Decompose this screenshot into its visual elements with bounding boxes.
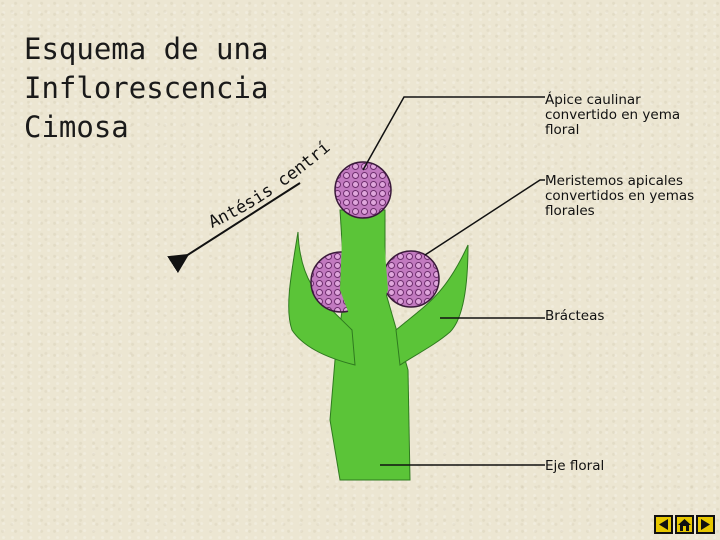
forward-button[interactable] — [696, 515, 715, 534]
anthesis-label: Antésis centrífuga — [0, 0, 334, 233]
stem-cover — [340, 215, 388, 330]
bract-right — [395, 244, 469, 366]
home-button[interactable] — [675, 515, 694, 534]
title-line-1: Esquema de una — [24, 32, 269, 66]
anthesis-text: Antésis centrífuga — [0, 0, 334, 233]
page-title: Esquema de una Inflorescencia Cimosa — [24, 30, 268, 147]
forward-icon — [701, 519, 710, 530]
apex-bud — [334, 161, 392, 219]
lateral-bud-right — [382, 250, 440, 308]
label-apex: Ápice caulinar convertido en yema floral — [545, 92, 681, 138]
label-bracts: Brácteas — [545, 308, 605, 324]
back-button[interactable] — [654, 515, 673, 534]
anthesis-arrow — [167, 182, 301, 274]
title-line-2: Inflorescencia — [24, 71, 269, 105]
label-axis: Eje floral — [545, 458, 605, 474]
leader-apex — [362, 96, 545, 171]
title-line-3: Cimosa — [24, 110, 129, 144]
leader-meristems — [424, 179, 545, 256]
home-icon — [678, 519, 691, 531]
back-icon — [659, 519, 668, 530]
label-meristems: Meristemos apicales convertidos en yemas… — [545, 173, 695, 219]
